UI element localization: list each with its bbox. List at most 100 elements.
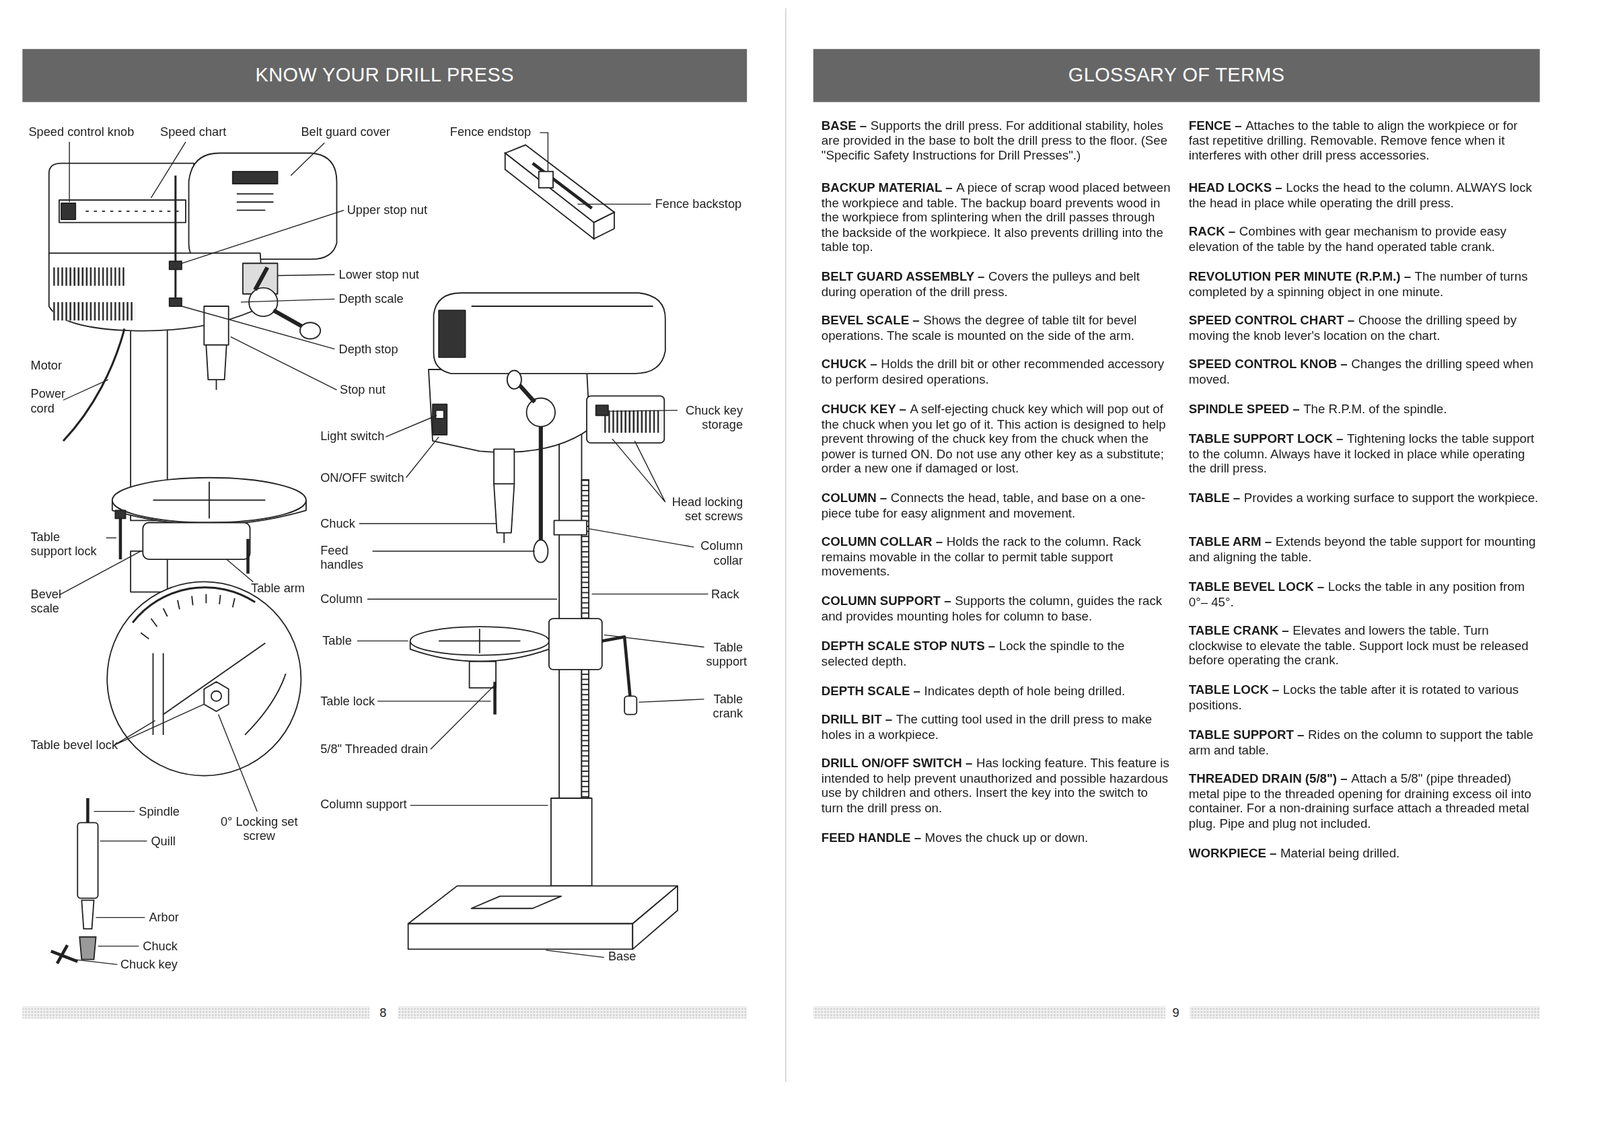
fence-drawing [538, 171, 554, 188]
glossary-term: TABLE LOCK – [1188, 682, 1280, 698]
glossary-term: BASE – [821, 118, 867, 133]
leader-lines [63, 379, 109, 400]
glossary-entry: COLUMN COLLAR –Holds the rack to the col… [821, 534, 1171, 580]
leader-lines [359, 522, 496, 524]
leader-lines [230, 336, 338, 390]
part-label: Head locking set screws [667, 495, 743, 524]
glossary-entry: TABLE LOCK –Locks the table after it is … [1188, 682, 1541, 713]
glossary-entry: BEVEL SCALE –Shows the degree of table t… [821, 313, 1171, 344]
drill-press-right [526, 397, 556, 426]
part-label: Spindle [138, 804, 180, 819]
drill-press-right [554, 520, 588, 535]
leader-lines [410, 804, 549, 806]
part-label: Belt guard cover [300, 124, 391, 139]
leader-lines [68, 141, 70, 202]
glossary-definition: Material being drilled. [1280, 845, 1400, 860]
glossary-term: FENCE – [1188, 118, 1243, 133]
leader-lines [406, 436, 440, 478]
part-label: Chuck key [120, 957, 178, 972]
leader-lines [385, 415, 437, 437]
header-band: KNOW YOUR DRILL PRESS [22, 49, 747, 103]
part-label: Speed chart [160, 124, 227, 139]
glossary-term: COLUMN COLLAR – [821, 534, 943, 550]
leader-lines [612, 438, 666, 502]
glossary-term: BELT GUARD ASSEMBLY – [821, 269, 985, 284]
drill-press-left [49, 252, 264, 331]
part-label: Base [608, 948, 636, 963]
drill-press-right [438, 640, 521, 642]
glossary-entry: COLUMN SUPPORT –Supports the column, gui… [821, 594, 1171, 624]
drill-press-left [112, 477, 307, 523]
glossary-entry: FEED HANDLE –Moves the chuck up or down. [821, 830, 1171, 846]
leader-lines [290, 142, 325, 176]
spindle-parts [79, 936, 96, 959]
part-label: Fence backstop [655, 197, 742, 212]
drill-press-right [408, 292, 678, 949]
drill-press-left [174, 175, 177, 307]
drill-press-left [211, 691, 222, 702]
leader-lines [98, 945, 140, 947]
part-label: Feed handles [320, 542, 372, 572]
drill-press-right [493, 483, 515, 533]
part-label: Chuck [142, 938, 178, 953]
drill-press-right [408, 923, 634, 950]
drill-press-right [538, 426, 543, 548]
spindle-parts [77, 822, 98, 898]
part-label: 5/8" Threaded drain [320, 742, 428, 757]
drill-press-left [300, 322, 321, 339]
glossary-term: TABLE – [1188, 490, 1241, 505]
part-label: Fence endstop [450, 124, 531, 139]
drill-press-left [119, 512, 123, 560]
spindle-parts [81, 900, 94, 929]
leader-lines [277, 274, 336, 276]
drill-press-left [61, 203, 76, 220]
glossary-term: THREADED DRAIN (5/8") – [1188, 771, 1348, 786]
glossary-term: CHUCK – [821, 357, 878, 372]
leader-lines [226, 559, 253, 582]
spindle-parts [51, 797, 99, 964]
drill-press-right [408, 885, 678, 924]
glossary-term: REVOLUTION PER MINUTE (R.P.M.) – [1188, 269, 1411, 284]
part-label: Stop nut [339, 382, 386, 397]
drill-press-right [471, 305, 654, 307]
glossary-definition: The R.P.M. of the spindle. [1303, 402, 1447, 417]
glossary-entry: BASE –Supports the drill press. For addi… [821, 118, 1171, 163]
leader-lines [240, 298, 336, 303]
page-number: 9 [1168, 1005, 1183, 1020]
leader-lines [638, 699, 704, 703]
leader-lines [430, 683, 496, 749]
glossary-entry: CHUCK KEY –A self-ejecting chuck key whi… [821, 402, 1171, 478]
glossary-entry: TABLE SUPPORT LOCK –Tightening locks the… [1188, 431, 1541, 477]
part-label: Chuck key storage [679, 403, 743, 432]
drill-press-right [438, 310, 465, 358]
drill-press-right [503, 532, 505, 543]
drill-press-right [632, 885, 678, 949]
drill-press-right [433, 292, 666, 374]
glossary-term: DRILL ON/OFF SWITCH – [821, 756, 973, 771]
drill-press-right [586, 395, 665, 443]
drill-press-right [596, 405, 609, 416]
leader-lines [372, 550, 535, 552]
part-label: ON/OFF switch [320, 470, 404, 485]
drill-press-left [132, 587, 256, 623]
glossary-entry: COLUMN –Connects the head, table, and ba… [821, 490, 1171, 521]
glossary-term: FEED HANDLE – [821, 830, 922, 845]
drill-press-right [624, 695, 637, 714]
fence-drawing [532, 163, 593, 209]
spindle-parts [51, 944, 78, 963]
glossary-entry: SPINDLE SPEED –The R.P.M. of the spindle… [1188, 402, 1541, 418]
glossary-term: DRILL BIT – [821, 712, 893, 727]
leader-lines [592, 593, 709, 595]
leader-lines [545, 950, 604, 958]
drill-press-left [246, 538, 250, 574]
drill-press-right [469, 661, 496, 688]
drill-press-left [203, 306, 229, 346]
glossary-entry: DRILL BIT –The cutting tool used in the … [821, 712, 1171, 743]
part-label: Bevel scale [30, 586, 72, 615]
page-frame [22, 8, 1540, 1082]
drill-press-right [602, 636, 631, 702]
drill-press-left [203, 681, 229, 712]
drill-press-left [85, 210, 180, 212]
glossary-entry: CHUCK –Holds the drill bit or other reco… [821, 357, 1171, 387]
